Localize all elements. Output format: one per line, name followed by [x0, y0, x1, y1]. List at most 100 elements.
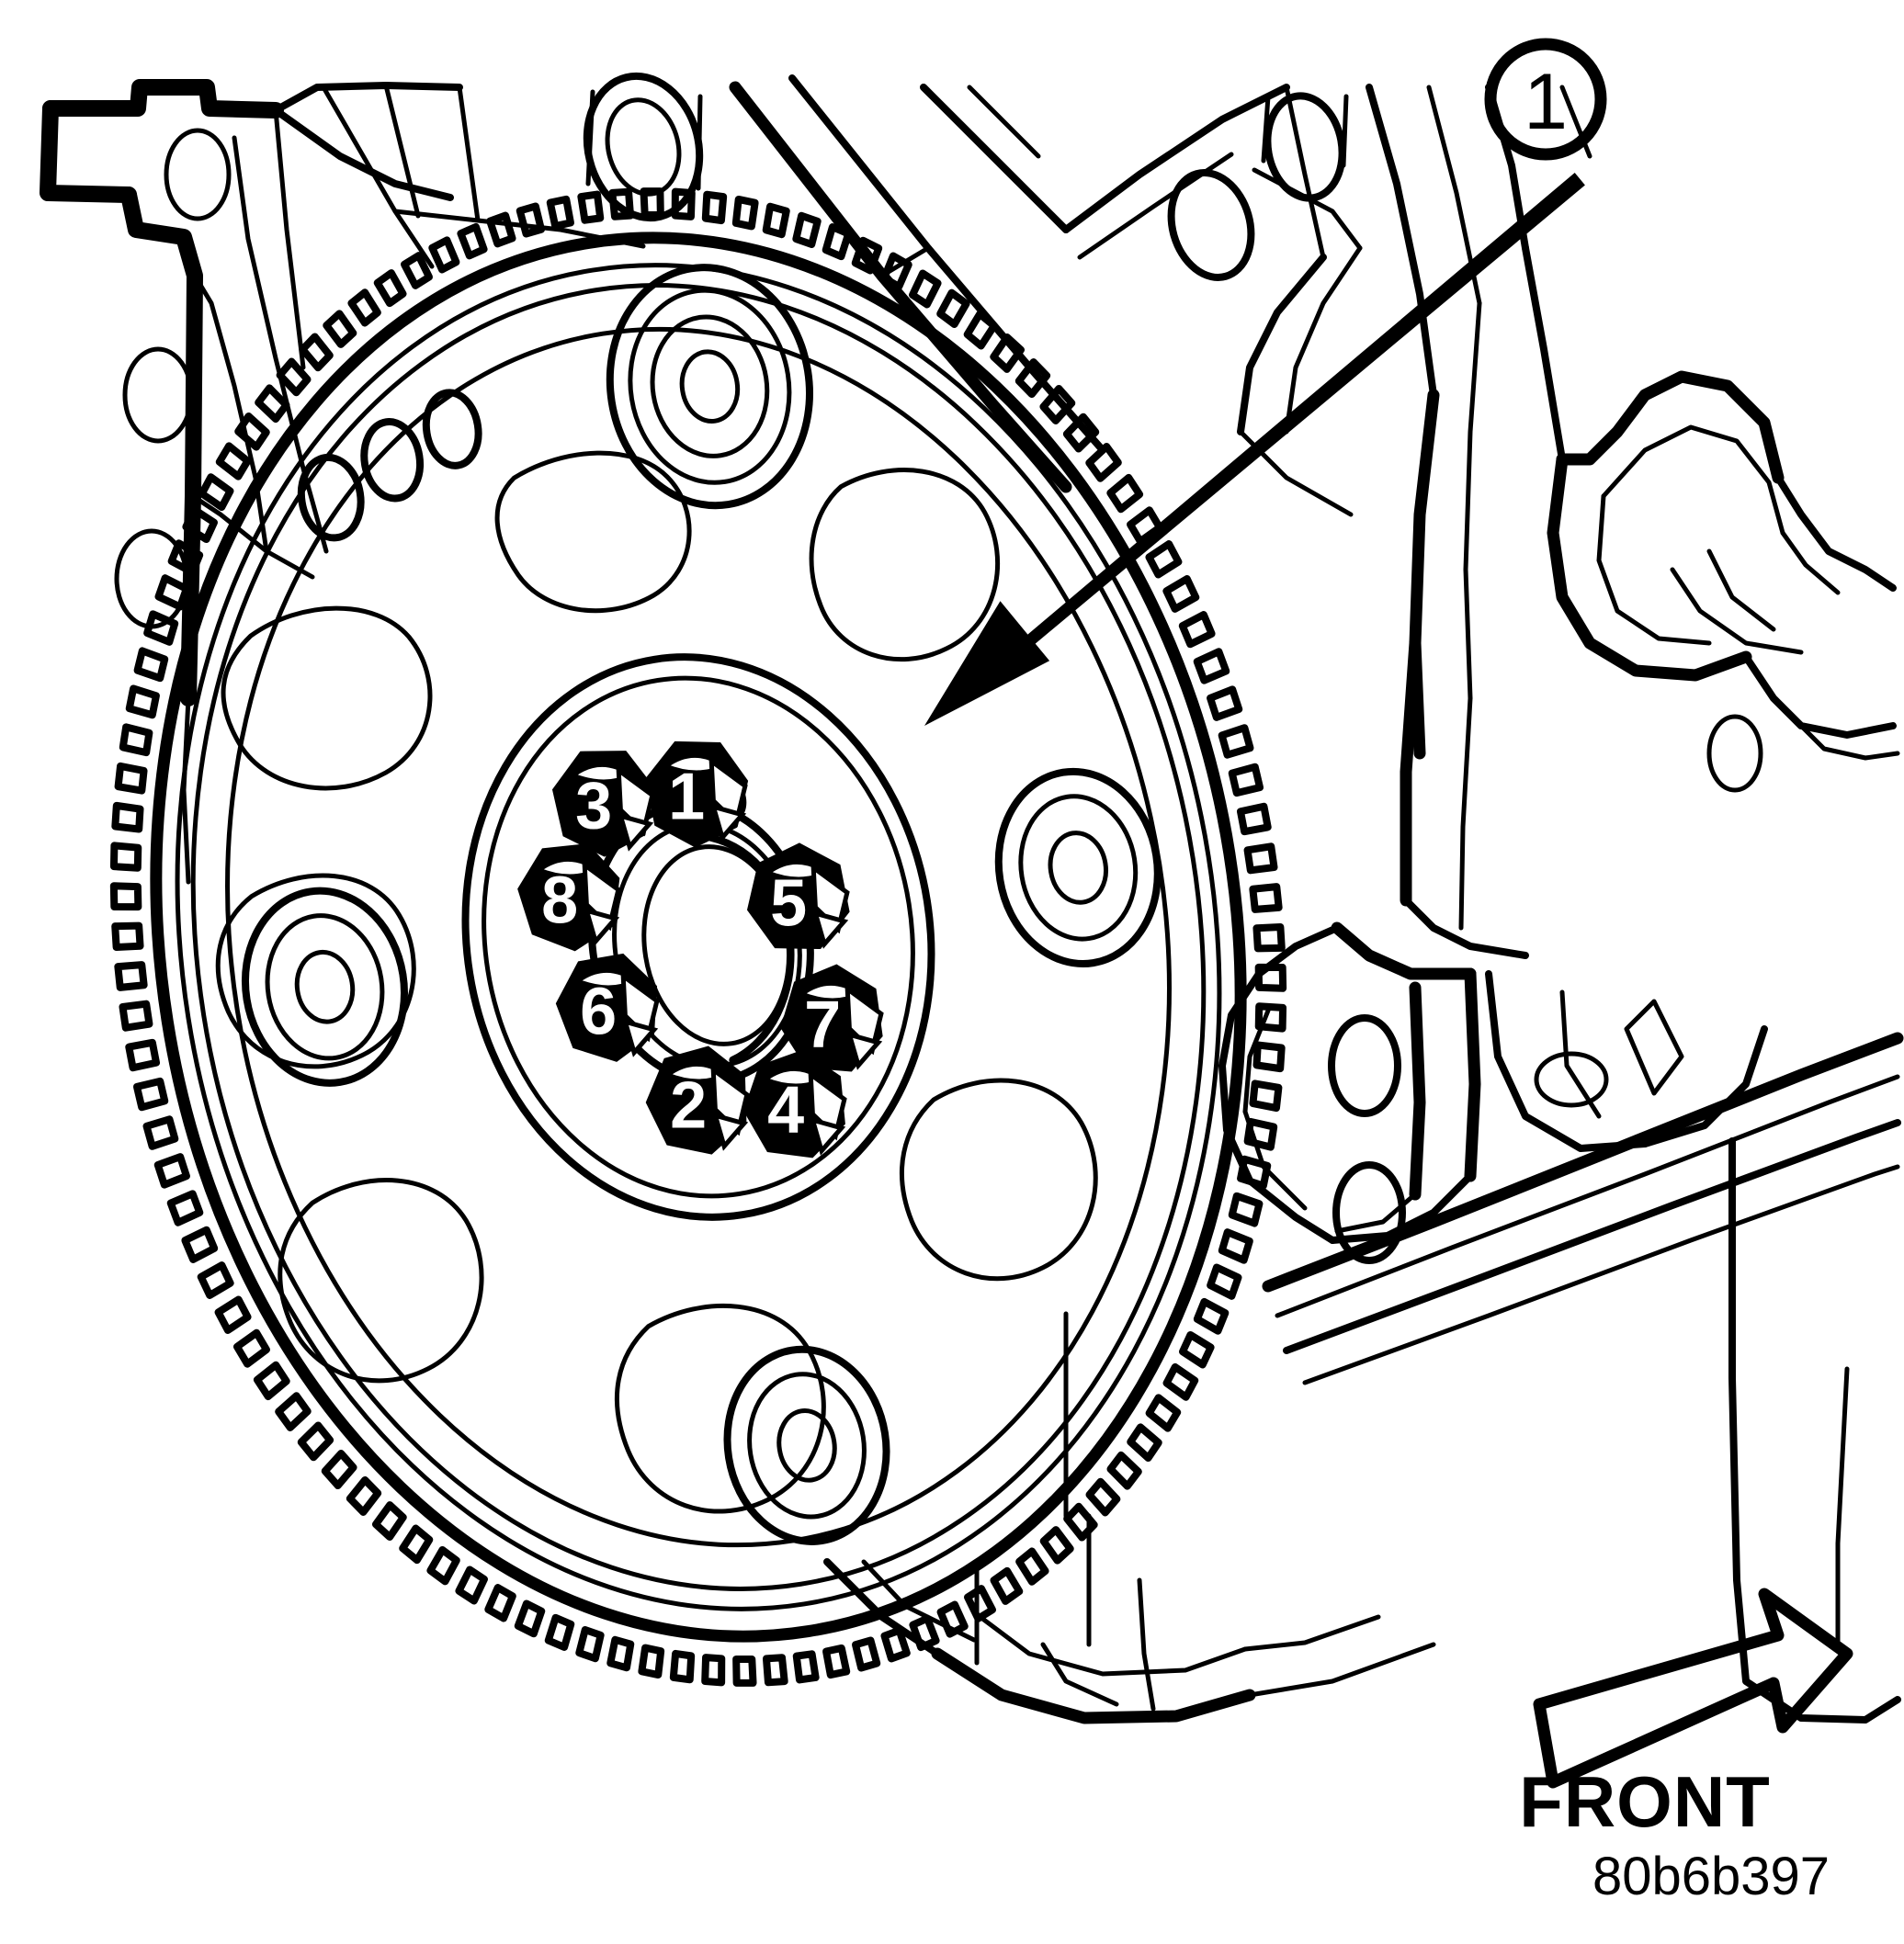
- right-casting-edge1: [1366, 84, 1437, 399]
- right-boss-walls: [1261, 94, 1349, 168]
- bellhousing-bot-ext: [1247, 1642, 1436, 1698]
- bolt-number-label: 1: [668, 760, 705, 833]
- ring-gear-tooth: [546, 195, 574, 231]
- ring-gear-tooth: [1015, 1547, 1049, 1586]
- block-face-bottom: [1402, 897, 1529, 959]
- mount-bolt-hole-2: [1332, 1161, 1406, 1264]
- ring-gear-tooth: [1252, 1041, 1286, 1073]
- ring-gear-tooth: [198, 473, 234, 512]
- ring-gear-tooth: [990, 1566, 1024, 1605]
- front-direction-arrow: [1533, 1588, 1853, 1789]
- lower-right-block-outline: [1728, 1137, 1901, 1724]
- ring-gear-tooth: [792, 211, 822, 249]
- ring-gear-inner-1: [175, 263, 1222, 1611]
- ring-gear-tooth: [990, 333, 1026, 373]
- ring-gear-tooth: [114, 762, 148, 795]
- bellhousing-bot-ext2: [1242, 1614, 1381, 1652]
- lightening-hole-upper-right: [809, 468, 1001, 662]
- ring-gear-tooth: [484, 1584, 516, 1622]
- ring-gear-tooth: [132, 1077, 169, 1112]
- right-cyl-hole: [1534, 1051, 1609, 1108]
- flexplate-bolt-2: 2: [645, 1045, 750, 1155]
- ring-gear-tooth: [701, 190, 728, 225]
- ring-gear-tooth: [142, 1115, 179, 1150]
- ring-gear-tooth: [1162, 1362, 1199, 1401]
- right-casting-arc-bot3: [1670, 567, 1804, 655]
- ring-gear-tooth: [1252, 922, 1286, 953]
- lightening-hole-left: [215, 873, 416, 1069]
- ring-gear-tooth: [1145, 540, 1183, 579]
- ring-gear-tooth: [638, 1644, 665, 1679]
- ring-gear-tooth: [125, 684, 160, 719]
- upper-left-bracket-side2: [383, 83, 421, 219]
- bolt-head-facet-lower: [711, 1112, 749, 1151]
- bellhousing-bottom-arc: [931, 1647, 1256, 1724]
- ring-gear-tooth: [909, 1614, 940, 1652]
- bolt-number-label: 5: [770, 866, 807, 940]
- ring-gear-tooth: [1218, 724, 1254, 759]
- ring-gear-tooth: [133, 647, 169, 683]
- ring-gear-tooth: [963, 310, 998, 350]
- block-face-left2: [1458, 695, 1473, 931]
- hub-ring-2: [482, 675, 915, 1199]
- right-bolt-boss-top: [1264, 92, 1346, 202]
- tr-bracket-hook2: [1284, 245, 1363, 435]
- ring-gear-tooth: [880, 252, 912, 290]
- ring-gear-tooth: [1249, 883, 1283, 913]
- ring-gear-tooth: [109, 882, 142, 911]
- bolt-number-label: 2: [670, 1068, 707, 1142]
- ring-gear-tooth: [109, 842, 142, 872]
- right-casting-main-edge2: [1463, 300, 1482, 701]
- ring-gear-tooth: [1014, 358, 1051, 399]
- callout-1-balloon: [1484, 38, 1607, 161]
- ring-gear-tooth: [732, 1655, 757, 1687]
- mount-bracket-right: [1464, 967, 1481, 1182]
- ring-gear-tooth: [125, 1038, 161, 1072]
- callout-group: 1: [924, 38, 1607, 726]
- ring-gear-tooth: [111, 801, 144, 833]
- ring-gear-tooth: [762, 1654, 788, 1687]
- right-cyl-mid: [1559, 989, 1602, 1119]
- right-small-hole: [1706, 714, 1763, 793]
- ring-gear-tooth: [399, 1524, 434, 1565]
- ring-gear-outer: [150, 232, 1247, 1643]
- ring-gear-tooth: [1127, 1423, 1162, 1463]
- ring-gear-tooth: [640, 187, 664, 220]
- left-flange-notch: [40, 100, 137, 203]
- ring-gear-tooth: [346, 1475, 382, 1516]
- flange-bolt-hole-3: [164, 128, 232, 221]
- upper-left-bracket-top: [272, 82, 463, 114]
- upper-left-bracket-edge: [321, 85, 435, 269]
- mount-bolt-hole-1: [1328, 1014, 1401, 1117]
- ring-gear-tooth: [323, 310, 357, 348]
- ring-gear-tooth: [514, 1599, 546, 1638]
- left-housing-rib-a: [192, 273, 269, 554]
- front-label: FRONT: [1519, 1761, 1771, 1842]
- right-casting-rib: [1522, 244, 1566, 463]
- ring-gear-tooth: [1228, 763, 1264, 797]
- ring-gear-tooth: [1228, 1192, 1264, 1227]
- right-casting-arc-top: [1556, 370, 1785, 484]
- ring-gear-tooth: [167, 539, 204, 577]
- right-casting-arc-right2: [1780, 530, 1841, 595]
- lightening-hole-top: [494, 450, 692, 614]
- ring-gear-tooth: [701, 1654, 726, 1687]
- ring-gear-tooth: [577, 190, 605, 224]
- top-boss-inner: [605, 97, 682, 197]
- left-housing-rib-b: [232, 135, 329, 554]
- ring-gear-tooth: [669, 1649, 696, 1684]
- small-balance-hole-2: [360, 418, 425, 503]
- bolt-number-label: 6: [580, 975, 617, 1048]
- ring-gear-tooth: [119, 1000, 153, 1032]
- ring-gear-tooth: [1243, 842, 1278, 875]
- flexplate-bolt-6: 6: [555, 953, 660, 1062]
- right-rail-top2: [1798, 723, 1900, 761]
- oil-pan-rail-4: [1302, 1164, 1900, 1385]
- ring-gear-tooth: [1085, 443, 1122, 482]
- ring-gear-tooth: [792, 1650, 820, 1684]
- lightening-hole-upper-left: [221, 605, 433, 791]
- tr-bracket-side: [1284, 85, 1326, 260]
- ring-gear-tooth: [428, 236, 460, 274]
- lightening-hole-bottom: [615, 1303, 826, 1514]
- bolt-head-facet-lower: [709, 803, 747, 842]
